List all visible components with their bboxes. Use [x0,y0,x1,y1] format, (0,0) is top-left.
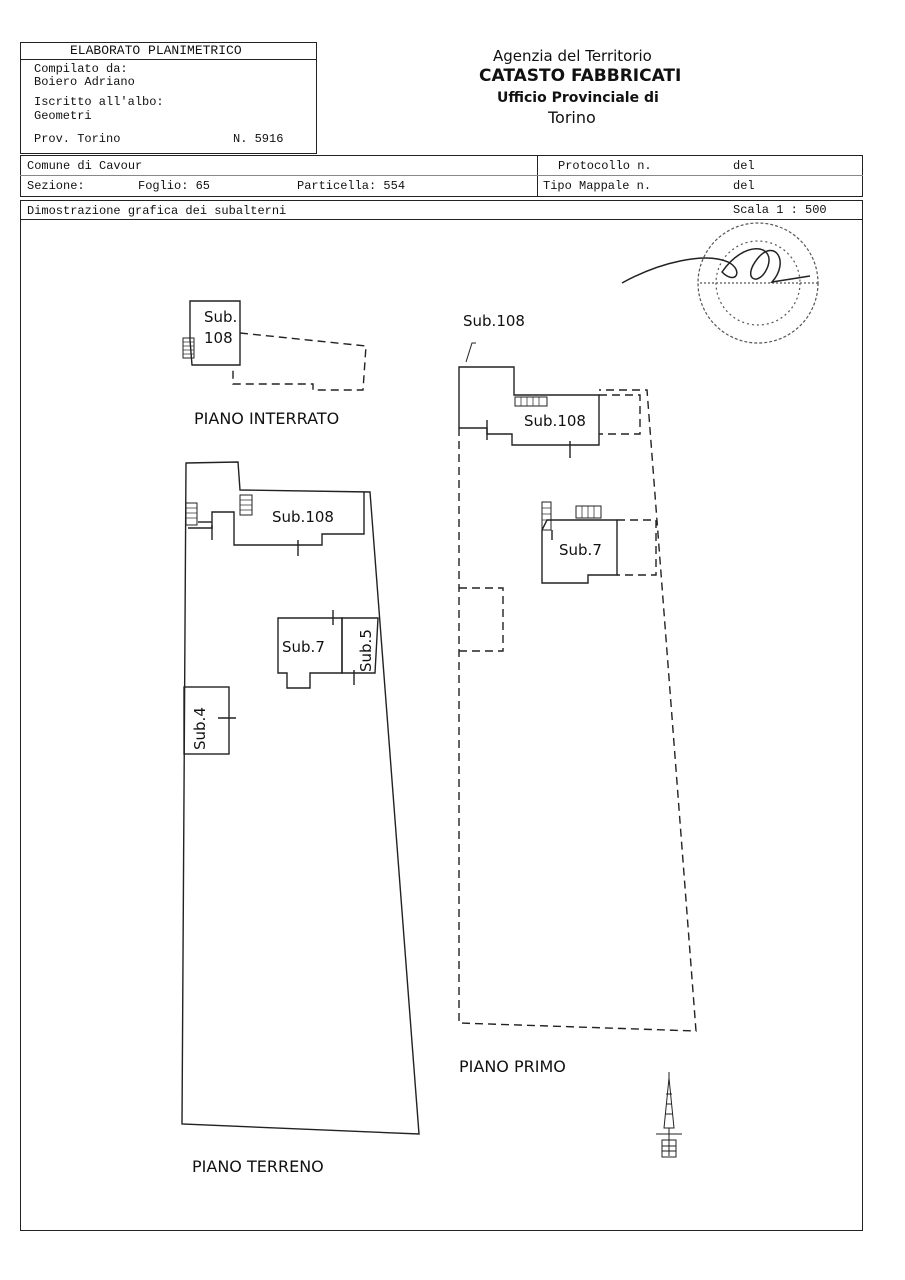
terreno-sub5-label: Sub.5 [357,629,375,672]
foglio: Foglio: 65 [138,179,211,193]
compiled-by-name: Boiero Adriano [34,75,135,89]
primo-stair-2 [541,501,552,531]
interrato-dashed-outline [232,332,367,391]
comune: Comune di Cavour [27,159,143,173]
sezione: Sezione: [27,179,85,193]
subtitle: Dimostrazione grafica dei subalterni [27,204,287,218]
info-divider [537,155,538,197]
tipo-mappale: Tipo Mappale n. [543,179,652,193]
plan-interrato [182,300,367,391]
form-title: ELABORATO PLANIMETRICO [70,43,242,58]
primo-small-dashed [459,587,504,652]
header-left-box [20,42,317,154]
signature-icon [621,248,811,284]
primo-stair-1 [514,396,548,407]
office-name: Ufficio Provinciale di [497,90,659,106]
primo-marker-line [465,342,476,363]
office-city: Torino [548,108,596,127]
terreno-sub7-label: Sub.7 [282,638,325,656]
compiled-by-label: Compilato da: [34,62,128,76]
terreno-sub4-label: Sub.4 [191,707,209,750]
info-box [20,155,863,197]
form-title-row [20,42,317,60]
particella: Particella: 554 [297,179,406,193]
tipo-del: del [733,179,755,193]
stamp-seal-icon [697,222,819,344]
plan-primo [458,342,697,1032]
terreno-sub5-room [341,617,379,674]
province: Prov. Torino [34,132,121,146]
protocollo: Protocollo n. [558,159,652,173]
primo-title: PIANO PRIMO [459,1057,566,1076]
registered-value: Geometri [34,109,92,123]
drawing-frame [20,200,863,1231]
agency-name: Agenzia del Territorio [493,47,652,65]
primo-sub7-label: Sub.7 [559,541,602,559]
register-number: N. 5916 [233,132,284,146]
protocollo-del: del [733,159,755,173]
interrato-sub108-room [189,300,241,366]
interrato-sub108-label-2: 108 [204,329,233,347]
interrato-title: PIANO INTERRATO [194,409,339,428]
primo-sub7-dashed [617,519,657,576]
subtitle-row [20,200,863,220]
terreno-title: PIANO TERRENO [192,1157,324,1176]
interrato-sub108-label-1: Sub. [204,308,237,326]
scale-label: Scala 1 : 500 [733,203,827,217]
terreno-stair-1 [185,502,198,526]
terreno-sub4-room [183,686,230,755]
primo-sub108-label: Sub.108 [524,412,586,430]
primo-sub108-top-label: Sub.108 [463,312,525,330]
terreno-sub108-label: Sub.108 [272,508,334,526]
terreno-outline [181,461,420,1135]
registered-label: Iscritto all'albo: [34,95,164,109]
plan-terreno [181,461,420,1135]
north-arrow-icon [656,1072,682,1158]
primo-sub7-room [541,519,618,584]
info-row-divider [20,175,863,176]
interrato-stair [182,337,195,359]
primo-sub108-dashed [599,394,641,435]
primo-stair-3 [575,505,602,519]
registry-name: CATASTO FABBRICATI [479,66,682,86]
primo-dashed-outline [458,389,697,1032]
